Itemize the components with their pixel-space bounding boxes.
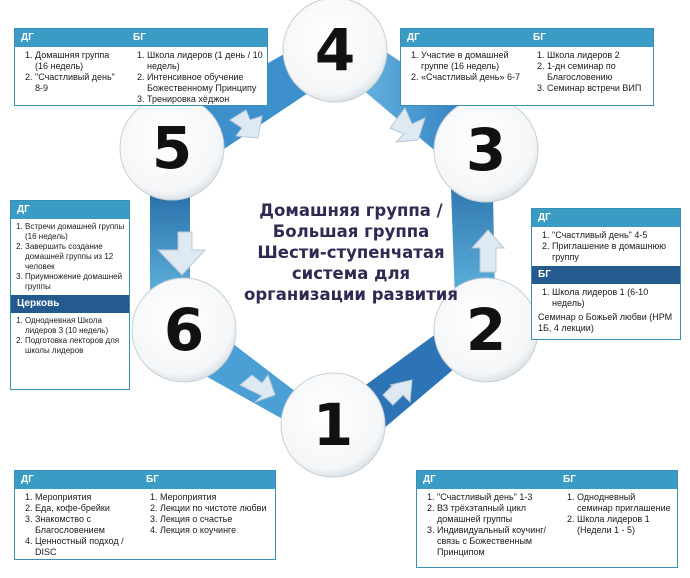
- list-item: Однодневный семинар приглашение: [577, 492, 673, 514]
- svg-text:3: 3: [466, 116, 506, 184]
- list-item: Тренировка хёджон: [147, 94, 263, 105]
- list-item: Домашняя группа (16 недель): [35, 50, 123, 72]
- dg-header: ДГ: [15, 29, 127, 47]
- center-title-line: Домашняя группа /: [259, 201, 443, 220]
- svg-text:2: 2: [466, 296, 506, 364]
- svg-text:6: 6: [164, 296, 204, 364]
- center-title-line: Большая группа: [272, 222, 430, 241]
- list-item: Завершить создание домашней группы из 12…: [25, 242, 125, 272]
- bg-list: Школа лидеров 1 (6-10 недель): [532, 284, 680, 312]
- step3-box: ДГ Участие в домашней группе (16 недель)…: [400, 28, 654, 106]
- list-item: Подготовка лекторов для школы лидеров: [25, 336, 125, 356]
- list-item: Однодневная Школа лидеров 3 (10 недель): [25, 316, 125, 336]
- step3-dg: ДГ Участие в домашней группе (16 недель)…: [401, 29, 527, 97]
- list-item: Приглашение в домашнюю группу: [552, 241, 676, 263]
- dg-header: ДГ: [417, 471, 557, 489]
- dg-header: ДГ: [532, 209, 680, 227]
- list-item: Школа лидеров 1 (Недели 1 - 5): [577, 514, 673, 536]
- dg-header: ДГ: [15, 471, 140, 489]
- step3-bg: БГ Школа лидеров 2 1-дн семинар по Благо…: [527, 29, 653, 97]
- bg-list: Школа лидеров 2 1-дн семинар по Благосло…: [527, 47, 653, 97]
- bg-note: Семинар о Божьей любви (НРМ 1Б, 4 лекции…: [538, 312, 673, 333]
- step2-box: ДГ "Счастливый день" 4-5 Приглашение в д…: [531, 208, 681, 340]
- list-item: Мероприятия: [160, 492, 271, 503]
- step-circle-5: 5: [119, 95, 225, 201]
- bg-header: БГ: [557, 471, 677, 489]
- svg-text:5: 5: [152, 114, 192, 182]
- church-list: Однодневная Школа лидеров 3 (10 недель) …: [11, 313, 129, 359]
- list-item: 1-дн семинар по Благословению: [547, 61, 649, 83]
- church-header: Церковь: [11, 295, 129, 313]
- list-item: "Счастливый день" 1-3: [437, 492, 553, 503]
- bottom-left-bg: БГ Мероприятия Лекции по чистоте любви Л…: [140, 471, 275, 561]
- step-circle-1: 1: [280, 372, 386, 478]
- bg-list: Мероприятия Лекции по чистоте любви Лекц…: [140, 489, 275, 539]
- list-item: Интенсивное обучение Божественному Принц…: [147, 72, 263, 94]
- dg-list: "Счастливый день" 1-3 ВЗ трёхэтапный цик…: [417, 489, 557, 561]
- list-item: ВЗ трёхэтапный цикл домашней группы: [437, 503, 553, 525]
- bg-header: БГ: [532, 266, 680, 284]
- bg-list: Школа лидеров (1 день / 10 недель) Интен…: [127, 47, 267, 108]
- arrow-icon: [156, 107, 506, 406]
- step6-box: ДГ Встречи домашней группы (16 недель) З…: [10, 200, 130, 390]
- bg-header: БГ: [527, 29, 653, 47]
- dg-list: Домашняя группа (16 недель) "Счастливый …: [15, 47, 127, 97]
- step-circle-3: 3: [433, 97, 539, 203]
- bg-header: БГ: [127, 29, 267, 47]
- list-item: Лекция о коучинге: [160, 525, 271, 536]
- svg-text:1: 1: [313, 391, 353, 459]
- center-title-line: организации развития: [244, 285, 458, 304]
- list-item: "Счастливый день" 8-9: [35, 72, 123, 94]
- step-circle-6: 6: [131, 277, 237, 383]
- svg-text:4: 4: [315, 16, 355, 84]
- step4-box: ДГ Домашняя группа (16 недель) "Счастлив…: [14, 28, 268, 106]
- center-title-line: Шести-ступенчатая: [257, 243, 445, 262]
- dg-header: ДГ: [11, 201, 129, 219]
- list-item: Знакомство с Благословением: [35, 514, 136, 536]
- list-item: Школа лидеров 1 (6-10 недель): [552, 287, 676, 309]
- list-item: Лекции по чистоте любви: [160, 503, 271, 514]
- list-item: "Счастливый день" 4-5: [552, 230, 676, 241]
- step1-left-box: ДГ Мероприятия Еда, кофе-брейки Знакомст…: [14, 470, 276, 560]
- step-circle-4: 4: [282, 0, 388, 103]
- dg-list: Участие в домашней группе (16 недель) «С…: [401, 47, 527, 86]
- list-item: Школа лидеров 2: [547, 50, 649, 61]
- dg-header: ДГ: [401, 29, 527, 47]
- center-title: Домашняя группа / Большая группа Шести-с…: [226, 200, 476, 305]
- list-item: Приумножение домашней группы: [25, 272, 125, 292]
- list-item: Ценностный подход / DISC: [35, 536, 136, 558]
- step4-bg: БГ Школа лидеров (1 день / 10 недель) Ин…: [127, 29, 267, 108]
- list-item: Мероприятия: [35, 492, 136, 503]
- step1-right-box: ДГ "Счастливый день" 1-3 ВЗ трёхэтапный …: [416, 470, 678, 568]
- list-item: Семинар встречи ВИП: [547, 83, 649, 94]
- list-item: «Счастливый день» 6-7: [421, 72, 523, 83]
- list-item: Еда, кофе-брейки: [35, 503, 136, 514]
- bottom-right-bg: БГ Однодневный семинар приглашение Школа…: [557, 471, 677, 561]
- dg-list: "Счастливый день" 4-5 Приглашение в дома…: [532, 227, 680, 266]
- bg-header: БГ: [140, 471, 275, 489]
- list-item: Школа лидеров (1 день / 10 недель): [147, 50, 263, 72]
- center-area: [205, 92, 440, 385]
- dg-list: Встречи домашней группы (16 недель) Заве…: [11, 219, 129, 295]
- step4-dg: ДГ Домашняя группа (16 недель) "Счастлив…: [15, 29, 127, 108]
- center-title-line: система для: [291, 264, 411, 283]
- dg-list: Мероприятия Еда, кофе-брейки Знакомство …: [15, 489, 140, 561]
- step-circle-2: 2: [433, 277, 539, 383]
- bottom-right-dg: ДГ "Счастливый день" 1-3 ВЗ трёхэтапный …: [417, 471, 557, 561]
- bottom-left-dg: ДГ Мероприятия Еда, кофе-брейки Знакомст…: [15, 471, 140, 561]
- list-item: Встречи домашней группы (16 недель): [25, 222, 125, 242]
- list-item: Лекция о счастье: [160, 514, 271, 525]
- bg-list: Однодневный семинар приглашение Школа ли…: [557, 489, 677, 539]
- list-item: Участие в домашней группе (16 недель): [421, 50, 523, 72]
- list-item: Индивидуальный коучинг/ связь с Божестве…: [437, 525, 553, 558]
